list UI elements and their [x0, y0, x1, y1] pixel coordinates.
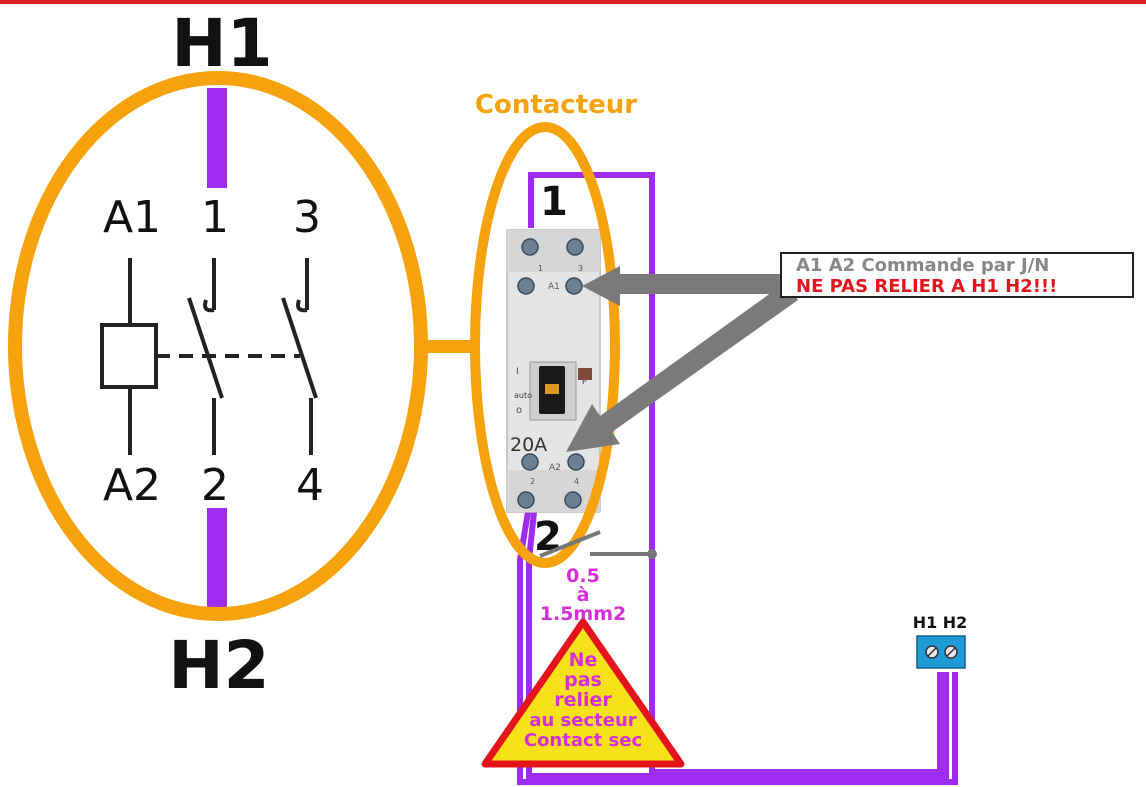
- wire-inner-bottom: [526, 511, 949, 779]
- contact-1-2-symbol: [187, 258, 224, 455]
- contact-1-label: 1: [201, 192, 229, 243]
- h1-label: H1: [171, 5, 272, 82]
- device-small-a1: A1: [548, 282, 560, 292]
- top-red-bar: [0, 0, 1146, 4]
- h1-wire: [207, 88, 227, 188]
- device-screws: [517, 238, 585, 509]
- coil-a2-label: A2: [103, 460, 161, 511]
- device-switch-o: o: [516, 405, 522, 416]
- contactor-symbol: H1 H2 A1 1 3 A2 2 4: [8, 5, 475, 704]
- device-switch-p: P: [582, 377, 587, 386]
- dry-contact-link: [539, 530, 652, 558]
- device-zoom-ellipse: [470, 122, 620, 568]
- warning-line5: Contact sec: [524, 730, 642, 751]
- device-small-4: 4: [574, 477, 579, 486]
- terminal-body: [916, 635, 966, 669]
- contact-3-4-symbol: [281, 258, 318, 455]
- note-arrows: [566, 266, 798, 452]
- contact-2-label: 2: [201, 460, 229, 511]
- coil-a1-label: A1: [103, 192, 161, 243]
- device-small-1: 1: [538, 264, 543, 273]
- zoom-connector: [417, 340, 475, 353]
- device-small-a2: A2: [549, 463, 561, 473]
- warning-line3: relier: [554, 689, 612, 711]
- contact-3-label: 3: [293, 192, 321, 243]
- terminal-label: H1 H2: [913, 613, 968, 632]
- device-rating: 20A: [510, 434, 547, 456]
- contact-4-label: 4: [296, 460, 324, 511]
- contactor-device: 1 3 A1 I auto o P 20A A2 2 4: [506, 229, 601, 513]
- h2-label: H2: [168, 627, 269, 704]
- command-note: A1 A2 Commande par J/N NE PAS RELIER A H…: [780, 252, 1134, 298]
- warning-line4: au secteur: [529, 710, 636, 731]
- warning-triangle: Ne pas relier au secteur Contact sec: [481, 618, 685, 768]
- h2-wire: [207, 508, 227, 618]
- gauge-line2: à: [577, 584, 590, 606]
- wire-loop-top: [528, 172, 943, 775]
- warning-line1: Ne: [569, 649, 598, 671]
- command-note-line2: NE PAS RELIER A H1 H2!!!: [796, 276, 1058, 297]
- gauge-line1: 0.5: [566, 565, 600, 587]
- device-terminal-1: 1: [540, 179, 568, 225]
- device-title: Contacteur: [475, 90, 637, 120]
- command-note-line1: A1 A2 Commande par J/N: [796, 255, 1050, 276]
- device-small-2: 2: [530, 477, 535, 486]
- device-switch-auto: auto: [514, 391, 532, 400]
- gauge-line3: 1.5mm2: [540, 603, 626, 625]
- h1-h2-terminal-block: H1 H2: [913, 613, 968, 669]
- coil-symbol: [100, 258, 158, 455]
- device-switch-i: I: [516, 367, 519, 377]
- warning-line2: pas: [564, 669, 602, 691]
- device-small-3: 3: [578, 264, 583, 273]
